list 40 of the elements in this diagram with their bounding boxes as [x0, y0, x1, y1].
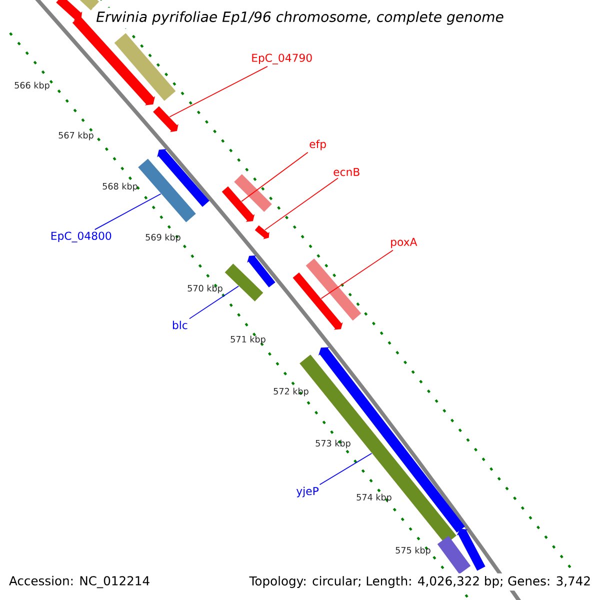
- leader-line: [264, 178, 338, 230]
- tick-label: 572 kbp: [274, 388, 308, 396]
- gene-feature: [56, 0, 82, 21]
- accession-text: Accession: NC_012214: [6, 573, 153, 591]
- genome-stats-text: Topology: circular; Length: 4,026,322 bp; Genes: 3,742: [246, 573, 594, 591]
- tick-label: 574 kbp: [356, 494, 392, 502]
- gene-feature: [247, 255, 276, 288]
- gene-label: EpC_04790: [252, 54, 312, 64]
- tick-label: 568 kbp: [102, 182, 138, 192]
- tick-label: 567 kbp: [58, 132, 94, 140]
- gene-label: poxA: [391, 238, 418, 248]
- gene-label: blc: [172, 320, 188, 330]
- leader-line: [320, 250, 394, 299]
- leader-line: [189, 286, 240, 320]
- gene-feature: [222, 186, 255, 222]
- gene-label: ecnB: [334, 168, 360, 176]
- gene-feature: [157, 148, 210, 207]
- tick-label: 566 kbp: [14, 82, 50, 90]
- leader-line: [169, 66, 268, 118]
- gene-feature: [114, 33, 176, 101]
- gene-feature: [306, 258, 362, 321]
- gene-feature: [437, 536, 471, 574]
- tick-label: 575 kbp: [396, 546, 430, 556]
- leader-line: [319, 452, 372, 486]
- gene-feature: [153, 106, 178, 132]
- tick-label: 570 kbp: [188, 284, 222, 294]
- gene-feature: [254, 225, 270, 240]
- gene-label: EpC_04800: [51, 232, 112, 242]
- gene-label: yjeP: [296, 486, 319, 498]
- gene-feature: [138, 158, 196, 222]
- gene-feature: [456, 528, 486, 571]
- leader-line: [94, 193, 162, 230]
- tick-label: 573 kbp: [316, 440, 350, 448]
- gene-label: efp: [310, 140, 326, 150]
- tick-label: 569 kbp: [146, 234, 180, 242]
- title: Erwinia pyrifoliae Ep1/96 chromosome, complete genome: [92, 8, 508, 28]
- gene-feature: [234, 174, 272, 212]
- gene-feature: [224, 264, 264, 302]
- tick-label: 571 kbp: [230, 336, 266, 344]
- gene-feature: [292, 272, 343, 330]
